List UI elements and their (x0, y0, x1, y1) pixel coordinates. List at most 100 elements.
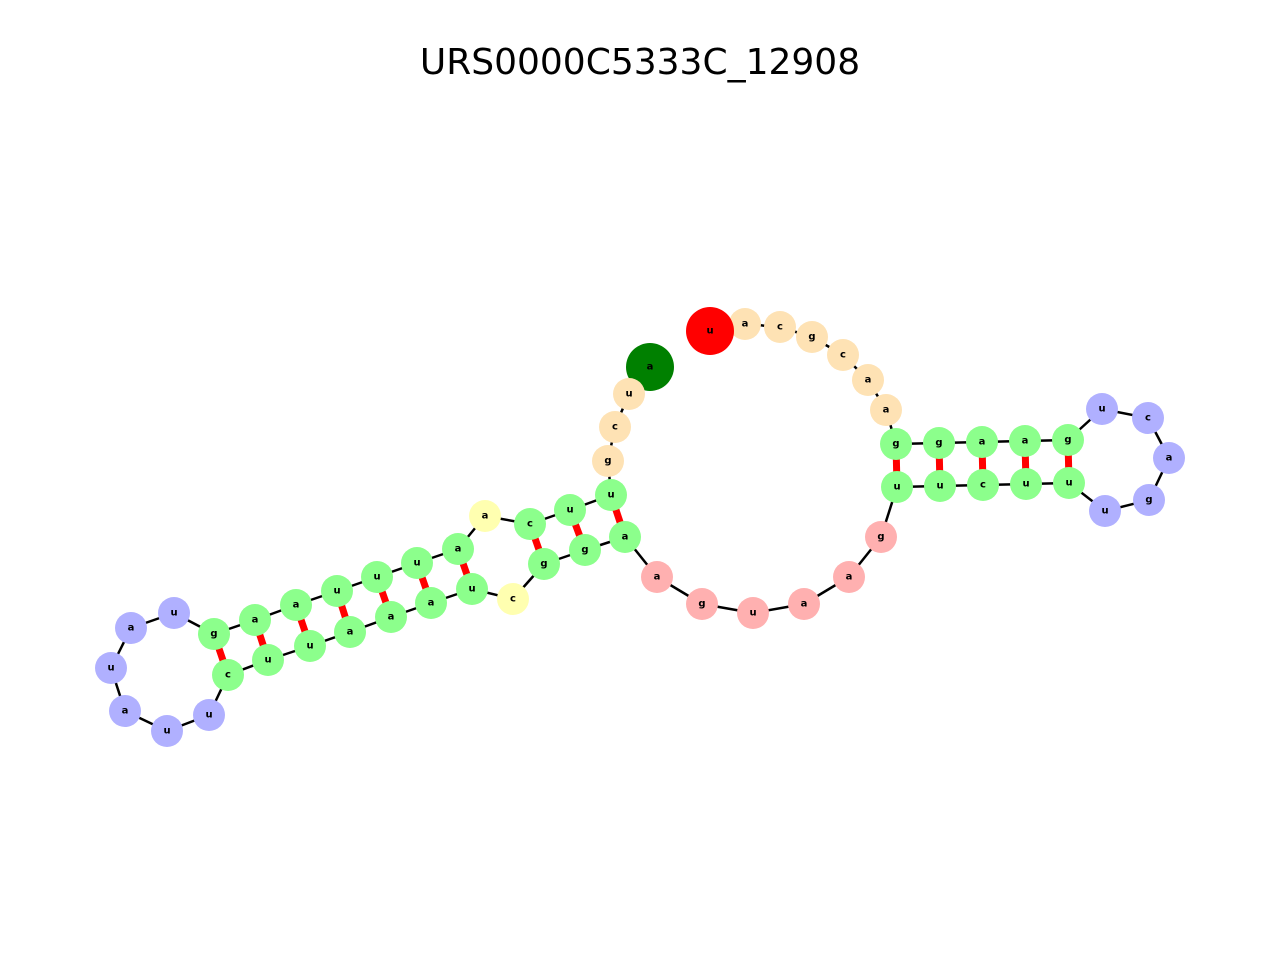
nucleotide-hairpin: u (1089, 495, 1121, 527)
nucleotide-external: c (764, 311, 796, 343)
nucleotide-stem: a (280, 589, 312, 621)
nucleotide-label: u (566, 505, 573, 516)
nucleotide-circle (881, 471, 913, 503)
nucleotide-stem: g (528, 548, 560, 580)
nucleotide-external: u (613, 378, 645, 410)
nucleotide-circle (595, 479, 627, 511)
nucleotide-circle (334, 616, 366, 648)
nucleotide-five_prime: a (626, 343, 674, 391)
nucleotide-circle (554, 494, 586, 526)
nucleotide-circle (827, 339, 859, 371)
nucleotide-label: u (893, 482, 900, 493)
nucleotide-circle (865, 521, 897, 553)
nucleotide-circle (880, 428, 912, 460)
nucleotide-stem: g (1052, 424, 1084, 456)
nucleotide-label: a (1022, 436, 1029, 447)
nucleotide-circle (375, 601, 407, 633)
nucleotide-label: a (455, 544, 462, 555)
nucleotide-stem: u (252, 644, 284, 676)
nucleotide-hairpin: a (1153, 442, 1185, 474)
nucleotide-stem: a (415, 587, 447, 619)
nucleotide-circle (967, 469, 999, 501)
nucleotide-external: g (796, 321, 828, 353)
nucleotide-label: c (840, 350, 846, 361)
nucleotide-circle (870, 394, 902, 426)
nucleotide-multiloop: g (686, 588, 718, 620)
nucleotide-label: u (1098, 404, 1105, 415)
nucleotide-circle (109, 695, 141, 727)
nucleotide-label: u (1065, 478, 1072, 489)
nucleotide-circle (592, 445, 624, 477)
nucleotide-stem: u (1010, 468, 1042, 500)
nucleotide-circle (1010, 468, 1042, 500)
nucleotide-hairpin: u (193, 699, 225, 731)
nucleotide-circle (924, 470, 956, 502)
nucleotide-circle (966, 426, 998, 458)
nucleotide-circle (252, 644, 284, 676)
nucleotide-stem: u (1053, 467, 1085, 499)
nucleotide-label: u (413, 558, 420, 569)
nucleotide-circle (442, 533, 474, 565)
nucleotide-label: u (1101, 506, 1108, 517)
nucleotide-label: a (122, 706, 129, 717)
nucleotide-circle (280, 589, 312, 621)
nucleotide-stem: a (1009, 425, 1041, 457)
nucleotide-external: a (852, 364, 884, 396)
nucleotide-label: a (654, 572, 661, 583)
nucleotide-label: u (170, 608, 177, 619)
nucleotide-label: c (777, 322, 783, 333)
nucleotide-stem: c (514, 508, 546, 540)
nucleotide-label: a (1166, 453, 1173, 464)
nucleotide-circle (1009, 425, 1041, 457)
nucleotide-label: a (883, 405, 890, 416)
nucleotide-hairpin: a (109, 695, 141, 727)
nucleotide-stem: a (334, 616, 366, 648)
nucleotide-external: a (870, 394, 902, 426)
nucleotide-stem: u (401, 547, 433, 579)
nucleotide-label: g (1145, 495, 1152, 506)
nucleotide-stem: u (321, 575, 353, 607)
nucleotide-multiloop: a (833, 561, 865, 593)
nucleotide-circle (1133, 484, 1165, 516)
nucleotide-label: a (622, 532, 629, 543)
nucleotide-label: c (225, 670, 231, 681)
nucleotide-stem: g (569, 534, 601, 566)
nucleotide-stem: a (966, 426, 998, 458)
nucleotide-label: a (388, 612, 395, 623)
nucleotide-label: a (846, 572, 853, 583)
nucleotide-label: u (264, 655, 271, 666)
diagram-title: URS0000C5333C_12908 (419, 42, 861, 83)
nucleotide-label: g (1064, 435, 1071, 446)
nucleotide-label: c (980, 480, 986, 491)
nucleotide-circle (239, 604, 271, 636)
nucleotide-label: g (892, 439, 899, 450)
nucleotide-label: u (625, 389, 632, 400)
nucleotide-circle (469, 500, 501, 532)
nucleotide-circle (764, 311, 796, 343)
nucleotide-circle (1052, 424, 1084, 456)
nucleotide-stem: a (442, 533, 474, 565)
nucleotide-stem: g (198, 618, 230, 650)
nucleotide-stem: u (881, 471, 913, 503)
nucleotide-label: u (373, 572, 380, 583)
nucleotide-circle (514, 508, 546, 540)
nucleotide-circle (788, 588, 820, 620)
nucleotide-circle (569, 534, 601, 566)
nucleotide-circle (95, 652, 127, 684)
nucleotide-label: u (749, 608, 756, 619)
nucleotide-three_prime: u (686, 307, 734, 355)
nucleotide-circle (497, 583, 529, 615)
nucleotide-hairpin: u (151, 715, 183, 747)
nucleotide-circle (212, 659, 244, 691)
nucleotide-label: a (293, 600, 300, 611)
nucleotide-circle (193, 699, 225, 731)
nucleotide-circle (158, 597, 190, 629)
nucleotide-multiloop: g (865, 521, 897, 553)
nucleotide-label: u (936, 481, 943, 492)
nucleotide-label: a (979, 437, 986, 448)
nucleotide-external: c (827, 339, 859, 371)
nucleotide-label: g (877, 532, 884, 543)
nucleotide-stem: u (554, 494, 586, 526)
nucleotide-label: c (612, 422, 618, 433)
